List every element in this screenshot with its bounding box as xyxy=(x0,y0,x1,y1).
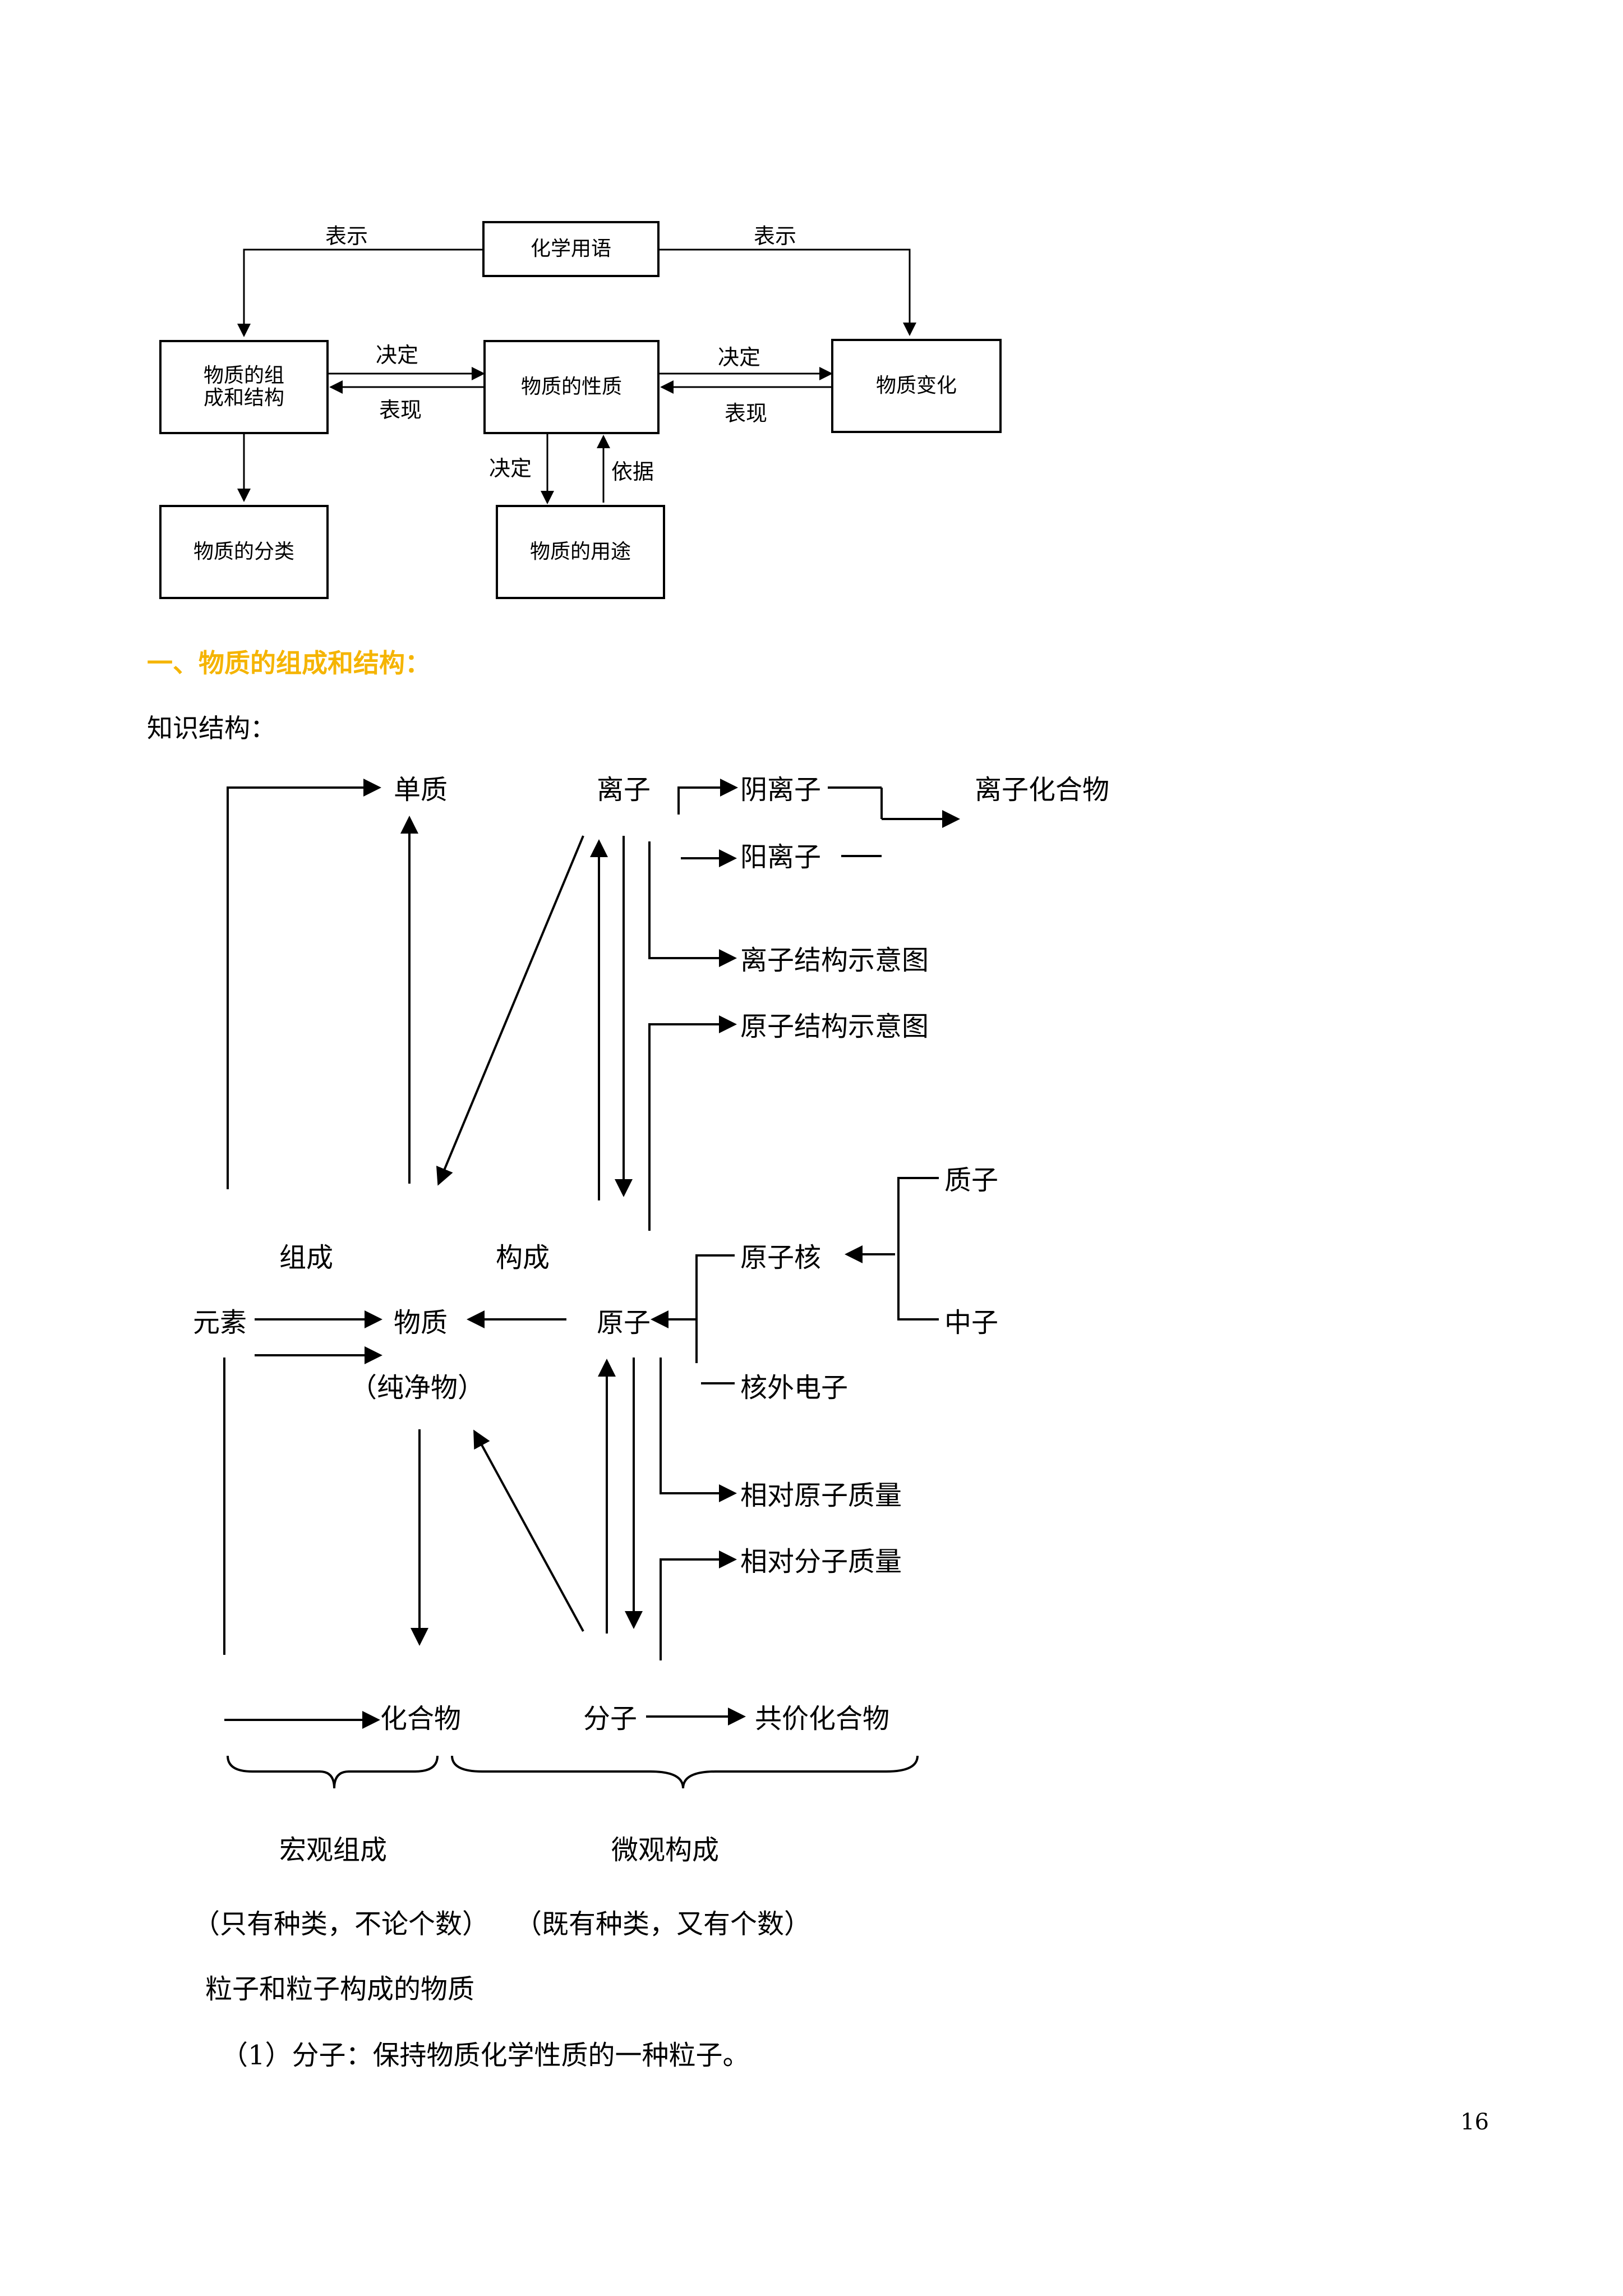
knowledge-arrows xyxy=(223,779,960,1789)
text-substance: 物质 xyxy=(394,1307,448,1338)
body-line-2: （1）分子：保持物质化学性质的一种粒子。 xyxy=(221,2040,750,2071)
text-compose: 组成 xyxy=(279,1242,334,1273)
note-micro: （既有种类，又有个数） xyxy=(515,1908,811,1940)
box-classification: 物质的分类 xyxy=(159,505,329,599)
text-pure-substance: （纯净物） xyxy=(350,1372,485,1404)
text-atom: 原子 xyxy=(597,1307,651,1338)
note-macro: （只有种类，不论个数） xyxy=(193,1908,490,1940)
section-heading: 一、物质的组成和结构： xyxy=(147,648,431,678)
text-macro-composition: 宏观组成 xyxy=(279,1834,388,1866)
text-nucleus: 原子核 xyxy=(740,1242,822,1273)
text-electron: 核外电子 xyxy=(740,1372,849,1404)
text-construct: 构成 xyxy=(496,1242,550,1273)
text-micro-construction: 微观构成 xyxy=(611,1834,720,1866)
box-uses: 物质的用途 xyxy=(496,505,665,599)
label-decide-right: 决定 xyxy=(718,345,761,370)
text-molecule: 分子 xyxy=(583,1703,638,1734)
label-decide-down: 决定 xyxy=(489,456,532,481)
text-anion: 阴离子 xyxy=(740,774,822,806)
box-chem-language: 化学用语 xyxy=(482,221,660,277)
text-compound: 化合物 xyxy=(380,1703,462,1734)
text-relative-atomic-mass: 相对原子质量 xyxy=(740,1480,902,1511)
flowchart-arrows xyxy=(237,249,916,504)
text-relative-molecular-mass: 相对分子质量 xyxy=(740,1546,902,1577)
label-basis-up: 依据 xyxy=(611,459,654,484)
label-show-right: 表现 xyxy=(725,401,768,426)
page-number: 16 xyxy=(1460,2109,1489,2135)
text-covalent-compound: 共价化合物 xyxy=(755,1703,890,1734)
box-composition-structure: 物质的组 成和结构 xyxy=(159,340,329,434)
knowledge-structure-diagram: 单质 离子 阴离子 阳离子 离子化合物 离子结构示意图 原子结构示意图 质子 组… xyxy=(0,752,1623,1864)
label-decide-left: 决定 xyxy=(376,343,419,367)
text-proton: 质子 xyxy=(944,1165,999,1196)
box-properties: 物质的性质 xyxy=(483,340,660,434)
text-simple-substance: 单质 xyxy=(394,774,448,806)
text-atom-structure-diagram: 原子结构示意图 xyxy=(740,1011,929,1042)
box-change: 物质变化 xyxy=(831,339,1002,433)
label-represent-right: 表示 xyxy=(754,224,797,249)
knowledge-structure-heading: 知识结构： xyxy=(147,713,276,743)
text-cation: 阳离子 xyxy=(740,841,822,873)
overview-flowchart: 化学用语 物质的组 成和结构 物质的性质 物质变化 物质的分类 物质的用途 表示… xyxy=(151,208,1009,611)
label-represent-left: 表示 xyxy=(325,224,368,249)
text-ionic-compound: 离子化合物 xyxy=(975,774,1110,806)
label-show-left: 表现 xyxy=(379,398,422,422)
text-element: 元素 xyxy=(193,1307,247,1338)
text-neutron: 中子 xyxy=(944,1307,999,1338)
body-line-1: 粒子和粒子构成的物质 xyxy=(205,1973,475,2005)
text-ion: 离子 xyxy=(597,774,651,806)
text-ion-structure-diagram: 离子结构示意图 xyxy=(740,945,929,976)
